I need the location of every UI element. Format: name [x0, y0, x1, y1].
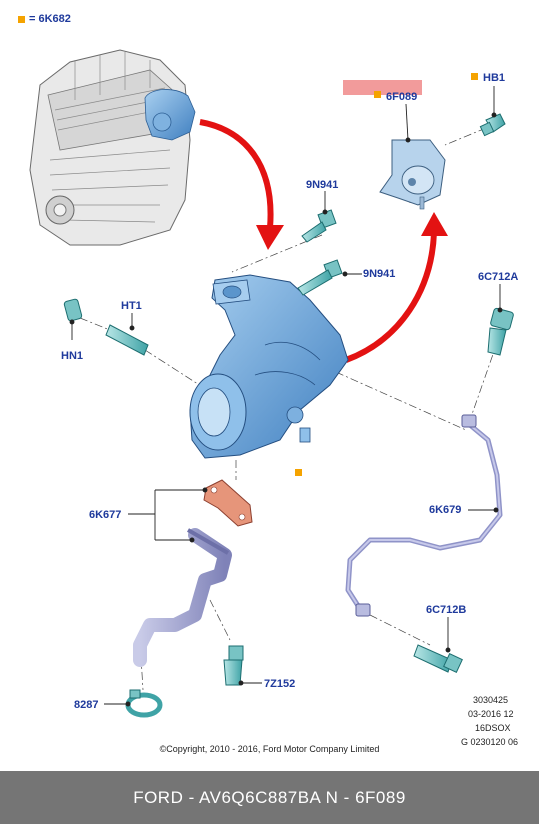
bolt-9N941-top — [301, 209, 337, 243]
bolt-7Z152 — [223, 645, 244, 686]
label-bracket-6K677 — [128, 487, 208, 543]
marker-6F089-icon — [374, 91, 381, 98]
label-6K679: 6K679 — [429, 504, 462, 516]
marker-turbo-icon — [295, 469, 302, 476]
meta-code1: 3030425 — [473, 695, 509, 705]
meta-code2: 03-2016 12 — [468, 709, 514, 719]
label-6C712A: 6C712A — [478, 271, 519, 283]
label-6F089: 6F089 — [386, 91, 418, 103]
banjo-bolt-6C712B — [413, 644, 463, 673]
highlight-6F089 — [343, 80, 422, 95]
oil-feed-tube-6K679 — [345, 414, 503, 617]
red-arrow-up — [344, 212, 448, 363]
marker-HB1-icon — [471, 73, 478, 80]
label-HT1: HT1 — [121, 300, 142, 312]
turbocharger — [189, 274, 349, 459]
legend-text: = 6K682 — [29, 13, 71, 25]
label-9N941-top: 9N941 — [306, 179, 339, 191]
label-8287: 8287 — [74, 699, 99, 711]
red-arrow-down — [199, 119, 284, 250]
bolt-9N941-mid — [297, 259, 343, 296]
stud-HT1 — [105, 324, 149, 356]
label-9N941-mid: 9N941 — [363, 268, 396, 280]
nut-HN1 — [63, 298, 83, 322]
meta-code4: G 0230120 06 — [461, 737, 519, 747]
label-HB1: HB1 — [483, 72, 506, 84]
oil-return-pipe — [133, 528, 232, 667]
label-6K677: 6K677 — [89, 509, 122, 521]
diagram-drawing — [29, 49, 514, 718]
copyright-text: ©Copyright, 2010 - 2016, Ford Motor Comp… — [159, 744, 380, 754]
label-leaders — [69, 86, 503, 707]
legend-marker-icon — [18, 16, 25, 23]
bolt-HB1 — [479, 113, 506, 137]
banjo-bolt-6C712A — [487, 307, 514, 356]
actuator-6F089 — [379, 139, 446, 210]
clamp-8287 — [125, 689, 163, 718]
meta-code3: 16DSOX — [475, 723, 511, 733]
engine-illustration — [29, 49, 196, 246]
footer-text: FORD - AV6Q6C887BA N - 6F089 — [133, 787, 406, 807]
label-HN1: HN1 — [61, 350, 84, 362]
footer-bar: FORD - AV6Q6C887BA N - 6F089 — [0, 771, 539, 824]
parts-diagram: = 6K682 6F089 HB1 9N941 9N941 6C712A HT1… — [18, 13, 519, 754]
label-6C712B: 6C712B — [426, 604, 467, 616]
label-7Z152: 7Z152 — [264, 678, 296, 690]
gasket-6K677 — [203, 479, 253, 527]
